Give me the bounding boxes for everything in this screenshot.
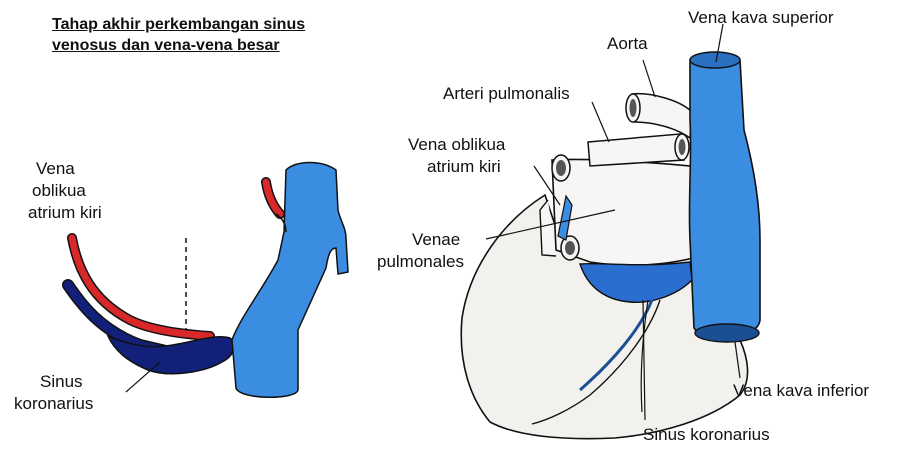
left-label-vena-oblikua-1: Vena <box>36 159 75 178</box>
aorta <box>632 94 692 138</box>
left-label-vena-oblikua-3: atrium kiri <box>28 203 102 222</box>
left-diagram <box>68 163 348 398</box>
label-vena-oblikua-1: Vena oblikua <box>408 135 505 154</box>
label-arteri-pulmonalis: Arteri pulmonalis <box>443 84 570 103</box>
label-venae-1: Venae <box>412 230 460 249</box>
label-vena-kava-superior: Vena kava superior <box>688 8 834 27</box>
label-aorta: Aorta <box>607 34 648 53</box>
left-label-sinus-1: Sinus <box>40 372 83 391</box>
label-venae-2: pulmonales <box>377 252 464 271</box>
label-vena-kava-inferior: Vena kava inferior <box>733 381 869 400</box>
left-label-sinus-2: koronarius <box>14 394 93 413</box>
left-label-vena-oblikua-2: oblikua <box>32 181 86 200</box>
label-sinus-koronarius: Sinus koronarius <box>643 425 770 444</box>
vena-kava <box>689 53 760 338</box>
label-vena-oblikua-2: atrium kiri <box>427 157 501 176</box>
arteri-pulmonalis <box>588 134 684 166</box>
left-vena-kava <box>232 163 348 398</box>
